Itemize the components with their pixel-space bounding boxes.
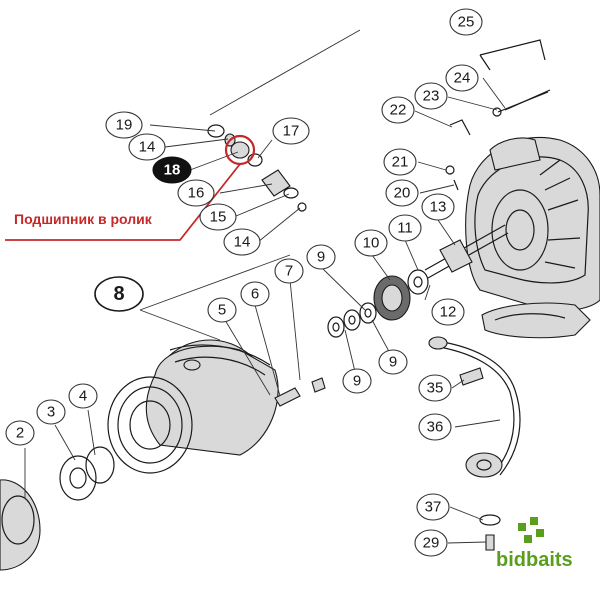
callout-8-label: 8 — [113, 283, 124, 305]
callout-17-label: 17 — [283, 123, 300, 140]
callout-9-lower-label: 9 — [389, 354, 397, 371]
callout-8: 8 — [94, 276, 144, 312]
callout-37-label: 37 — [425, 499, 442, 516]
callout-25-label: 25 — [458, 14, 475, 31]
callout-15-label: 15 — [210, 209, 227, 226]
callout-14-upper-label: 14 — [139, 139, 156, 156]
callout-9-lower: 9 — [378, 349, 408, 375]
logo-mark-icon — [518, 517, 544, 543]
callout-18-label: 18 — [164, 162, 181, 179]
callout-22-label: 22 — [390, 102, 407, 119]
callout-37: 37 — [416, 493, 450, 521]
callout-22: 22 — [381, 96, 415, 124]
bail-small-parts — [459, 367, 501, 551]
callout-19-label: 19 — [116, 117, 133, 134]
reel-body-housing — [465, 136, 600, 339]
callout-36-label: 36 — [427, 419, 444, 436]
callout-13: 13 — [421, 193, 455, 221]
callout-9-middle-label: 9 — [353, 373, 361, 390]
pinion-gear-shaft — [424, 224, 509, 279]
callout-11: 11 — [388, 214, 422, 242]
callout-14-lower: 14 — [223, 228, 261, 256]
callout-7: 7 — [274, 258, 304, 284]
callout-2-label: 2 — [16, 425, 24, 442]
callout-16: 16 — [177, 179, 215, 207]
callout-21-label: 21 — [392, 154, 409, 171]
callout-24-label: 24 — [454, 70, 471, 87]
callout-15: 15 — [199, 203, 237, 231]
callout-17: 17 — [272, 117, 310, 145]
drive-gear-assembly — [373, 269, 429, 321]
bail-spring-parts — [445, 39, 551, 191]
callout-9-middle: 9 — [342, 368, 372, 394]
callout-14-lower-label: 14 — [234, 234, 251, 251]
callout-10: 10 — [354, 229, 388, 257]
callout-10-label: 10 — [363, 235, 380, 252]
callout-23-label: 23 — [423, 88, 440, 105]
callout-9-upper: 9 — [306, 244, 336, 270]
callout-7-label: 7 — [285, 263, 293, 280]
callout-36: 36 — [418, 413, 452, 441]
callout-6: 6 — [240, 281, 270, 307]
callout-labels: 19 14 18 17 16 15 14 8 — [5, 8, 483, 557]
callout-11-label: 11 — [397, 220, 413, 237]
callout-12: 12 — [431, 298, 465, 326]
callout-2: 2 — [5, 420, 35, 446]
leader-lines — [24, 29, 506, 544]
logo-text: bidbaits — [496, 549, 573, 571]
bearing-annotation: Подшипник в ролик — [5, 134, 256, 241]
callout-20-label: 20 — [394, 185, 411, 202]
callout-13-label: 13 — [430, 199, 447, 216]
callout-3: 3 — [36, 399, 66, 425]
callout-35-label: 35 — [427, 380, 444, 397]
callout-4: 4 — [68, 383, 98, 409]
callout-19: 19 — [105, 111, 143, 139]
callout-24: 24 — [445, 64, 479, 92]
drag-knob-parts — [0, 446, 115, 571]
callout-29-label: 29 — [423, 535, 440, 552]
callout-5: 5 — [207, 297, 237, 323]
callout-6-label: 6 — [251, 286, 259, 303]
callout-29: 29 — [414, 529, 448, 557]
callout-21: 21 — [383, 148, 417, 176]
callout-23: 23 — [414, 82, 448, 110]
callout-3-label: 3 — [47, 404, 55, 421]
callout-25: 25 — [449, 8, 483, 36]
callout-9-upper-label: 9 — [317, 249, 325, 266]
callout-5-label: 5 — [218, 302, 226, 319]
spool-assembly — [107, 339, 279, 474]
washers-9 — [327, 302, 377, 338]
callout-20: 20 — [385, 179, 419, 207]
bail-wire — [428, 336, 521, 478]
callout-4-label: 4 — [79, 388, 87, 405]
annotation-text: Подшипник в ролик — [14, 211, 153, 227]
callout-12-label: 12 — [440, 304, 457, 321]
callout-16-label: 16 — [188, 185, 205, 202]
callout-35: 35 — [418, 374, 452, 402]
fastener-parts — [274, 377, 326, 407]
bidbaits-logo: bidbaits — [496, 517, 573, 571]
callout-18: 18 — [152, 156, 192, 184]
callout-14-upper: 14 — [128, 133, 166, 161]
